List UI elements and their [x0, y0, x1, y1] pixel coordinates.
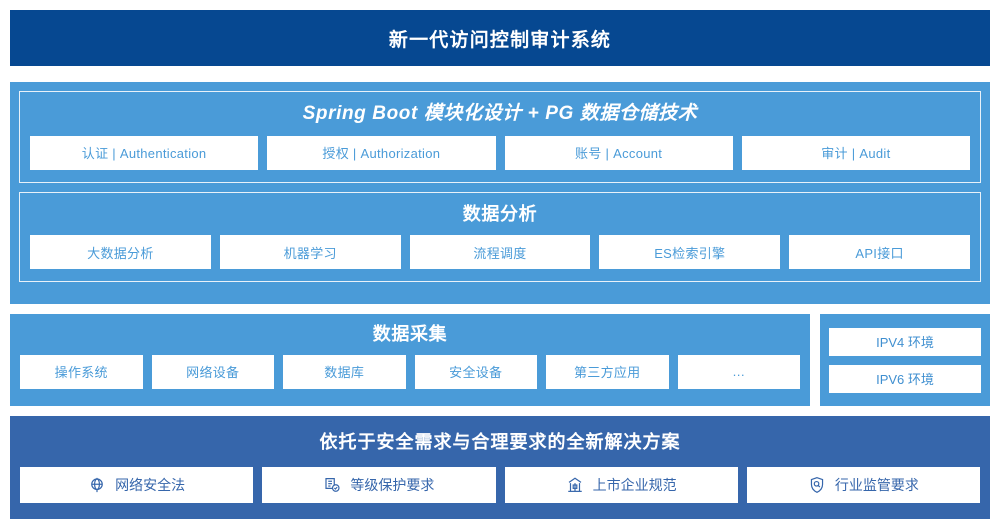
compliance-group-title: 依托于安全需求与合理要求的全新解决方案: [319, 432, 681, 452]
chip-label: 审计 | Audit: [821, 146, 891, 162]
bank-building-icon: [566, 476, 584, 494]
chip-label: 网络安全法: [115, 476, 186, 493]
chip-label: 第三方应用: [573, 365, 641, 381]
chip-label: 操作系统: [54, 365, 108, 381]
chip-label: IPV6 环境: [876, 372, 934, 387]
platform-chip-account[interactable]: 账号 | Account: [504, 135, 733, 170]
analysis-chip-machine-learning[interactable]: 机器学习: [219, 235, 401, 270]
platform-group-title: Spring Boot 模块化设计 + PG 数据仓储技术: [302, 103, 698, 124]
analysis-group: 数据分析 大数据分析 机器学习 流程调度 ES检索引擎 API接口: [19, 191, 981, 283]
compliance-panel: 依托于安全需求与合理要求的全新解决方案 网络安全法: [10, 416, 990, 519]
compliance-chip-row: 网络安全法 等级保护要求: [20, 466, 980, 503]
chip-label: 上市企业规范: [592, 476, 677, 493]
chip-label: ES检索引擎: [654, 245, 726, 261]
document-check-icon: [323, 476, 341, 494]
analysis-chip-api[interactable]: API接口: [789, 235, 970, 270]
chip-label: 大数据分析: [87, 245, 154, 261]
collection-chip-more[interactable]: …: [677, 354, 800, 389]
chip-label: 机器学习: [283, 245, 337, 261]
chip-label: 数据库: [324, 365, 365, 381]
collection-group-title: 数据采集: [372, 324, 448, 344]
chip-label: 流程调度: [473, 245, 527, 261]
platform-chip-row: 认证 | Authentication 授权 | Authorization 账…: [30, 135, 970, 170]
page-title: 新一代访问控制审计系统: [388, 29, 612, 51]
collection-panel: 数据采集 操作系统 网络设备 数据库 安全设备 第三方应用 …: [10, 314, 810, 406]
chip-label: 账号 | Account: [575, 146, 663, 162]
collection-row: 数据采集 操作系统 网络设备 数据库 安全设备 第三方应用 …: [10, 314, 990, 406]
analysis-chip-row: 大数据分析 机器学习 流程调度 ES检索引擎 API接口: [30, 235, 970, 270]
shield-search-icon: [808, 476, 826, 494]
analysis-group-title: 数据分析: [462, 203, 538, 224]
globe-icon: [88, 476, 106, 494]
environment-chip-ipv6[interactable]: IPV6 环境: [829, 364, 981, 393]
analysis-chip-es-search[interactable]: ES检索引擎: [599, 235, 781, 270]
chip-label: 认证 | Authentication: [81, 146, 207, 162]
environment-chip-ipv4[interactable]: IPV4 环境: [829, 327, 981, 356]
collection-chip-database[interactable]: 数据库: [283, 354, 406, 389]
chip-label: 等级保护要求: [350, 476, 435, 493]
chip-label: …: [732, 364, 746, 380]
chip-label: API接口: [855, 245, 904, 261]
platform-group: Spring Boot 模块化设计 + PG 数据仓储技术 认证 | Authe…: [19, 91, 981, 183]
collection-chip-security-device[interactable]: 安全设备: [414, 354, 537, 389]
collection-chip-operating-system[interactable]: 操作系统: [20, 354, 143, 389]
compliance-chip-listed-enterprise-standard[interactable]: 上市企业规范: [504, 466, 738, 503]
platform-chip-authorization[interactable]: 授权 | Authorization: [267, 135, 496, 170]
analysis-chip-process-scheduling[interactable]: 流程调度: [409, 235, 591, 270]
page-header: 新一代访问控制审计系统: [10, 10, 990, 66]
analysis-chip-bigdata[interactable]: 大数据分析: [30, 235, 211, 270]
chip-label: 安全设备: [449, 365, 503, 381]
platform-chip-authentication[interactable]: 认证 | Authentication: [30, 135, 259, 170]
collection-chip-row: 操作系统 网络设备 数据库 安全设备 第三方应用 …: [20, 354, 800, 389]
chip-label: IPV4 环境: [876, 335, 934, 350]
collection-chip-third-party-app[interactable]: 第三方应用: [546, 354, 669, 389]
collection-chip-network-device[interactable]: 网络设备: [151, 354, 274, 389]
platform-panel: Spring Boot 模块化设计 + PG 数据仓储技术 认证 | Authe…: [10, 82, 990, 304]
chip-label: 授权 | Authorization: [322, 146, 441, 162]
platform-chip-audit[interactable]: 审计 | Audit: [741, 135, 970, 170]
compliance-chip-cybersecurity-law[interactable]: 网络安全法: [20, 466, 254, 503]
environment-panel: IPV4 环境 IPV6 环境: [820, 314, 990, 406]
chip-label: 网络设备: [186, 365, 240, 381]
compliance-chip-industry-supervision[interactable]: 行业监管要求: [746, 466, 980, 503]
compliance-chip-classified-protection[interactable]: 等级保护要求: [262, 466, 496, 503]
chip-label: 行业监管要求: [834, 476, 919, 493]
